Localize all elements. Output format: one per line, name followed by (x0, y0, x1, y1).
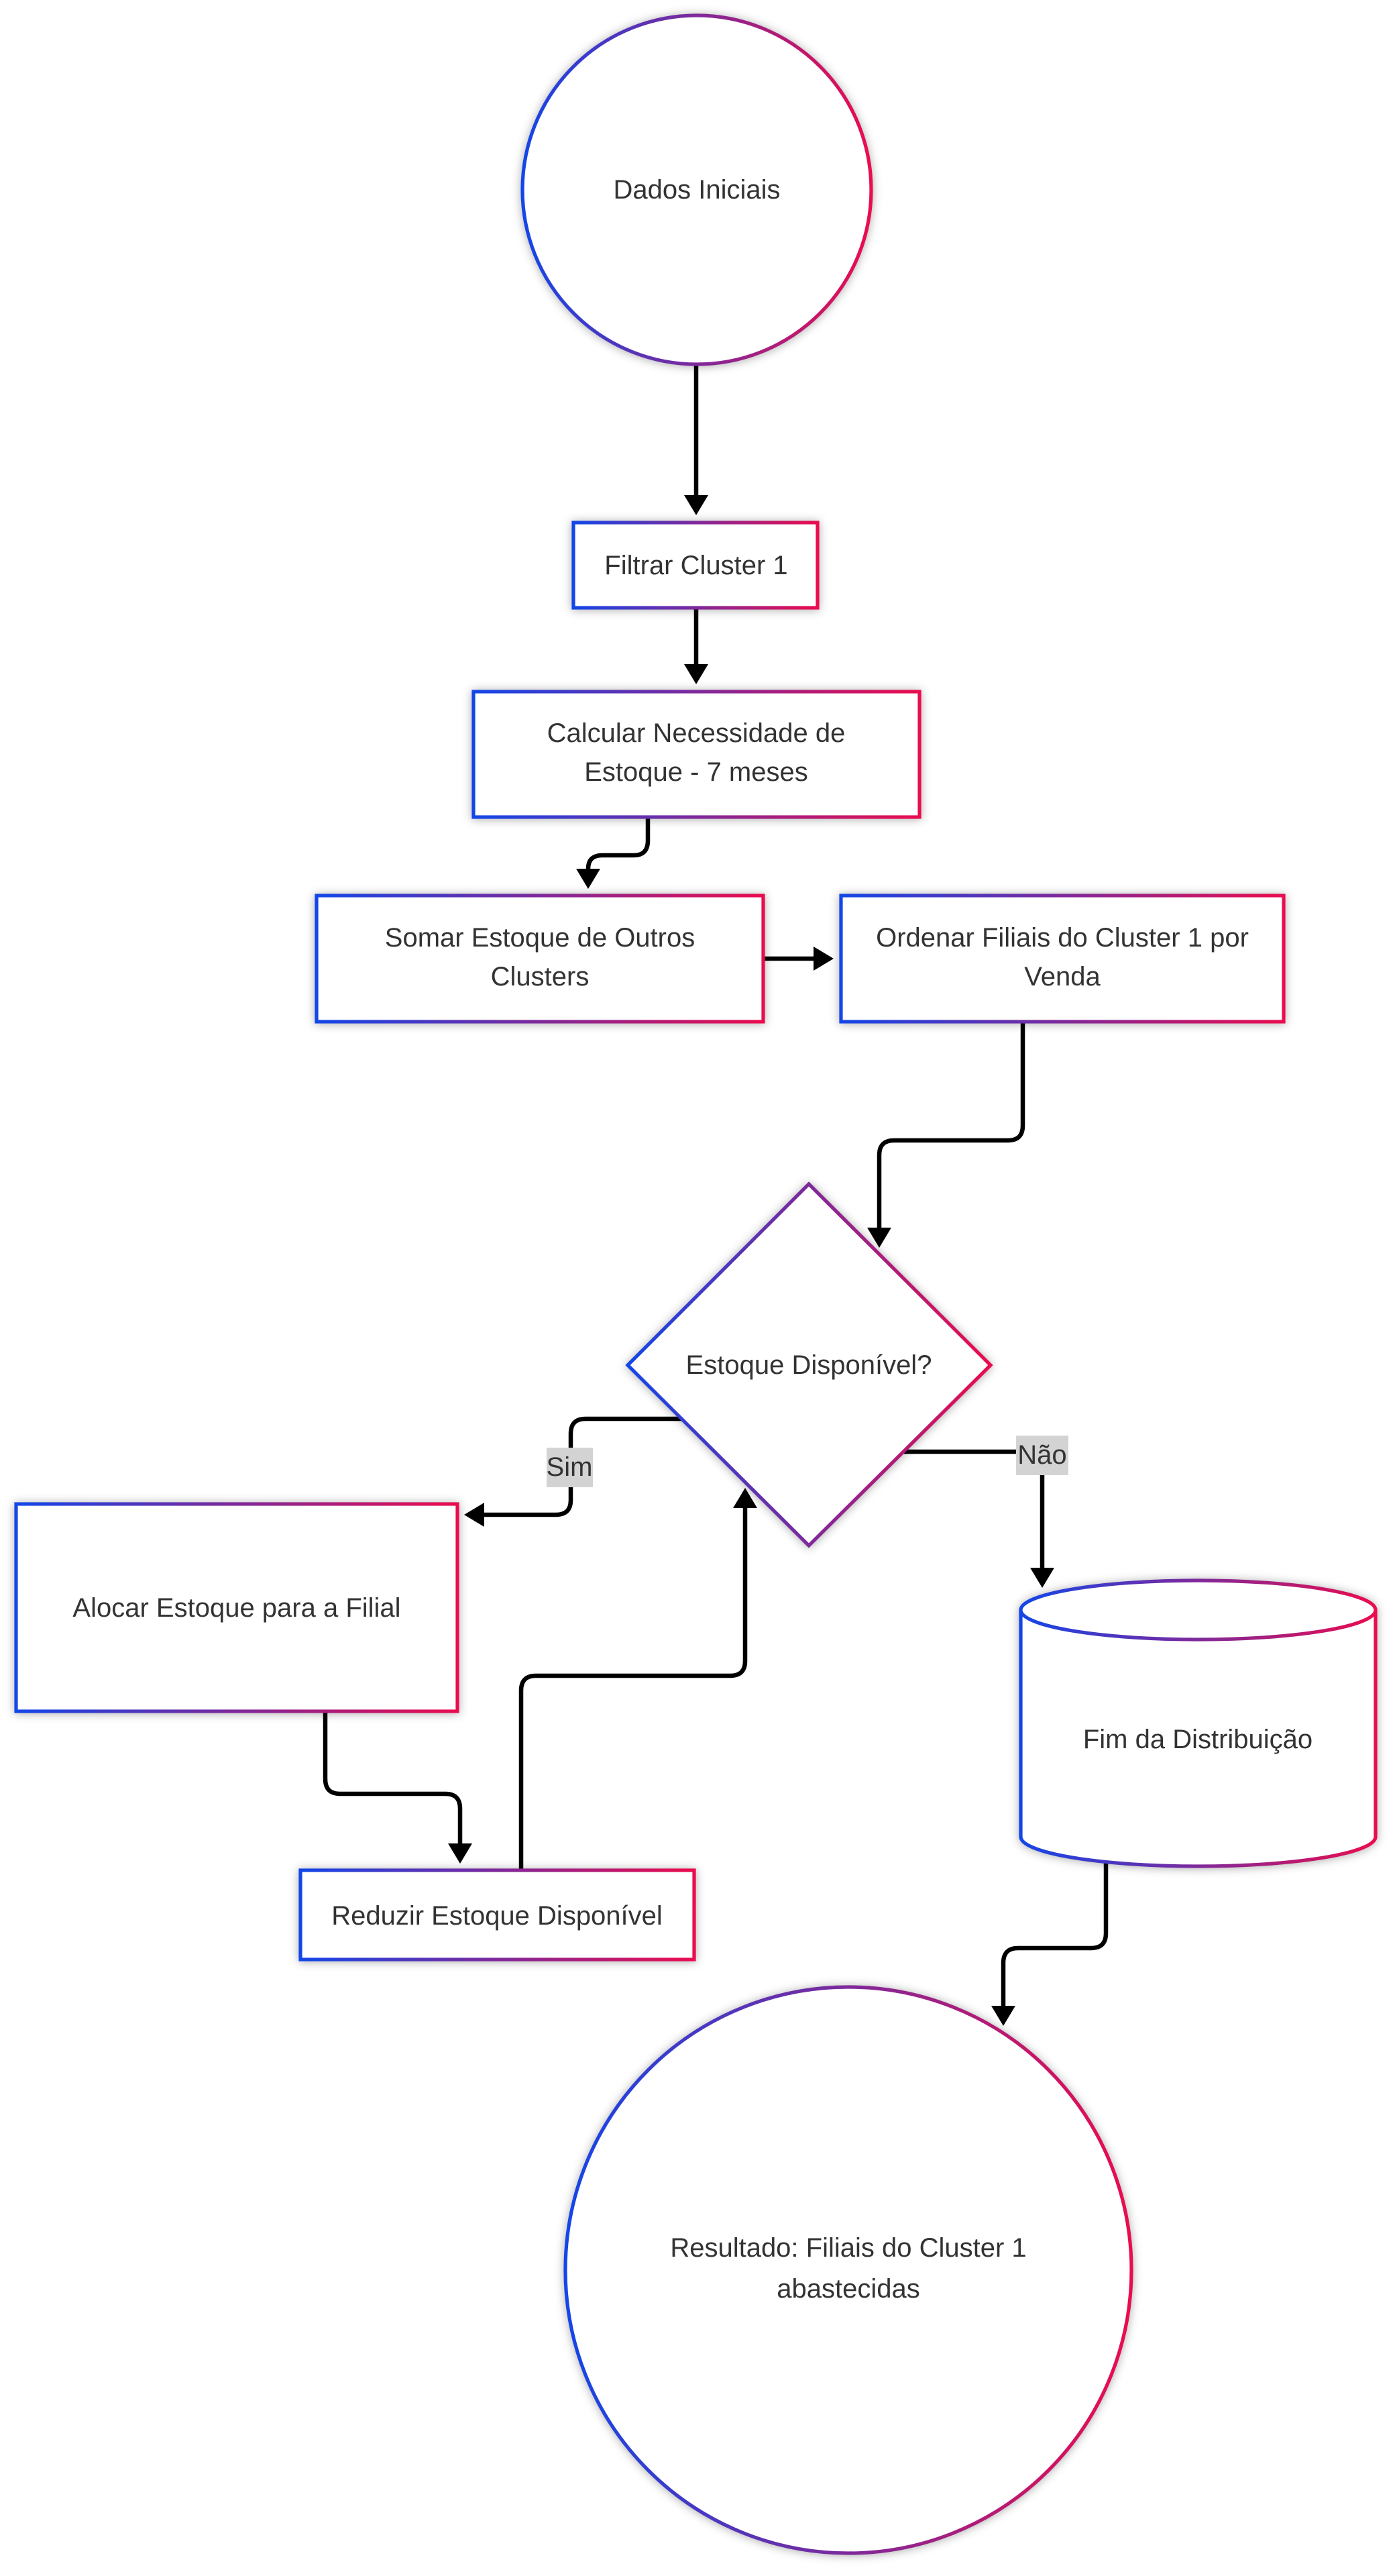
svg-text:Estoque - 7 meses: Estoque - 7 meses (584, 757, 808, 787)
svg-text:Filtrar Cluster 1: Filtrar Cluster 1 (604, 551, 787, 580)
svg-text:Clusters: Clusters (491, 962, 590, 991)
svg-text:Sim: Sim (547, 1452, 593, 1482)
svg-text:Dados Iniciais: Dados Iniciais (613, 175, 780, 205)
svg-text:Estoque Disponível?: Estoque Disponível? (686, 1350, 932, 1380)
svg-text:Venda: Venda (1024, 962, 1101, 991)
svg-text:Resultado: Filiais do Cluster: Resultado: Filiais do Cluster 1 (670, 2233, 1026, 2263)
svg-text:Calcular Necessidade de: Calcular Necessidade de (547, 718, 846, 748)
svg-text:Somar Estoque de Outros: Somar Estoque de Outros (385, 923, 695, 953)
svg-text:Não: Não (1017, 1440, 1066, 1470)
svg-text:Ordenar Filiais do Cluster 1 p: Ordenar Filiais do Cluster 1 por (876, 923, 1249, 953)
svg-text:Fim da Distribuição: Fim da Distribuição (1083, 1725, 1312, 1754)
svg-text:abastecidas: abastecidas (777, 2274, 919, 2304)
svg-text:Reduzir Estoque Disponível: Reduzir Estoque Disponível (331, 1901, 663, 1931)
svg-text:Alocar Estoque para a Filial: Alocar Estoque para a Filial (72, 1593, 400, 1623)
